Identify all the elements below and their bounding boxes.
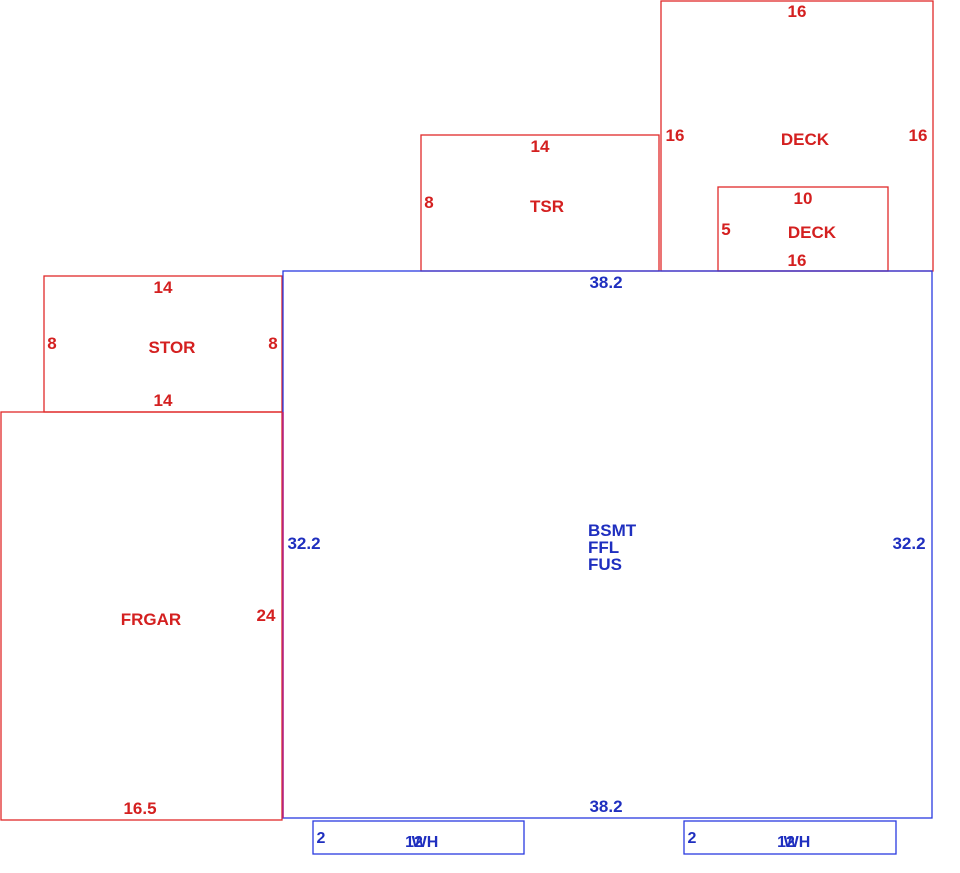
bsmt-top-dim: 38.2 [589, 273, 622, 292]
stor-left-dim: 8 [47, 334, 56, 353]
deck-small-top-dim: 10 [794, 189, 813, 208]
frgar-bottom-dim: 16.5 [123, 799, 156, 818]
wh-right-length-dim: 12 [777, 834, 795, 851]
wh-left-length-dim: 12 [405, 834, 423, 851]
bsmt-label-line-1: BSMT [588, 521, 637, 540]
frgar-label: FRGAR [121, 610, 181, 629]
bsmt-label-line-3: FUS [588, 555, 622, 574]
deck-large-right-dim: 16 [909, 126, 928, 145]
bsmt-bottom-dim: 38.2 [589, 797, 622, 816]
wh-right-outline [683, 820, 897, 855]
wh-left-label: WH [412, 834, 439, 851]
wh-left-side-dim: 2 [317, 830, 326, 847]
wh-left-outline [312, 820, 525, 855]
frgar-outline [0, 411, 283, 821]
wh-right-area: 2 12 WH [683, 820, 897, 855]
bsmt-left-dim: 32.2 [287, 534, 320, 553]
deck-large-left-dim: 16 [666, 126, 685, 145]
bsmt-right-dim: 32.2 [892, 534, 925, 553]
wh-right-side-dim: 2 [688, 830, 697, 847]
deck-small-left-dim: 5 [721, 220, 730, 239]
stor-right-dim: 8 [268, 334, 277, 353]
wh-right-label: WH [784, 834, 811, 851]
bsmt-label-line-2: FFL [588, 538, 619, 557]
tsr-left-dim: 8 [424, 193, 433, 212]
tsr-top-dim: 14 [531, 137, 550, 156]
wh-left-area: 2 12 WH [312, 820, 525, 855]
bsmt-area: 38.2 32.2 32.2 BSMT FFL FUS 38.2 [282, 270, 933, 819]
deck-small-label: DECK [788, 223, 837, 242]
tsr-area: 14 8 TSR [420, 134, 660, 272]
deck-small-area: 10 5 DECK 16 [717, 186, 889, 272]
stor-label: STOR [149, 338, 196, 357]
deck-large-top-dim: 16 [788, 2, 807, 21]
deck-large-label: DECK [781, 130, 830, 149]
stor-top-dim: 14 [154, 278, 173, 297]
tsr-label: TSR [530, 197, 564, 216]
frgar-area: FRGAR 24 16.5 [0, 411, 283, 821]
stor-bottom-dim: 14 [154, 391, 173, 410]
stor-area: 14 8 8 STOR 14 [43, 275, 283, 413]
deck-small-bottom-dim: 16 [788, 251, 807, 270]
frgar-right-dim: 24 [257, 606, 276, 625]
